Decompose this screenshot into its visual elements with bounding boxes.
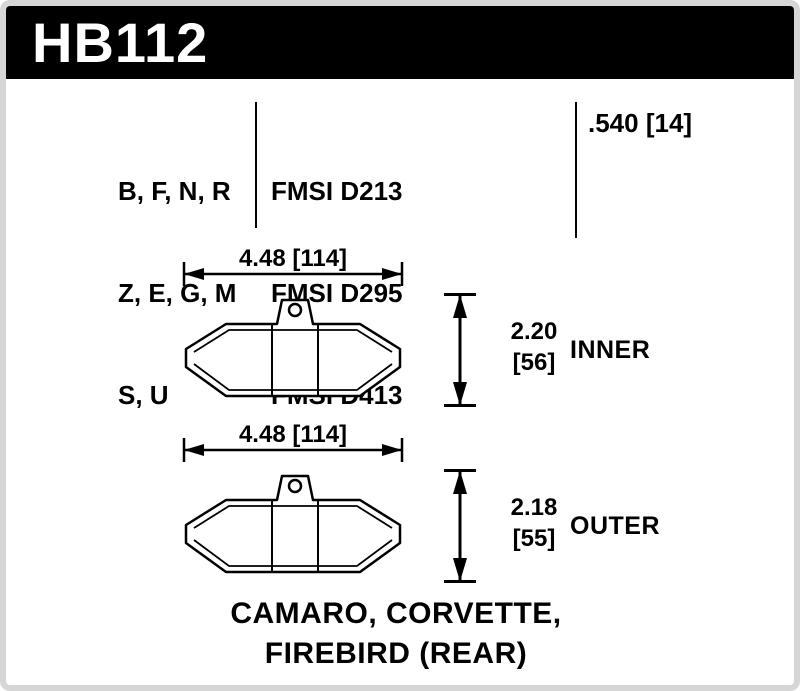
pad-inner-top-line xyxy=(193,329,393,353)
application-text: CAMARO, CORVETTE, FIREBIRD (REAR) xyxy=(96,594,696,674)
compound-codes-column: B, F, N, R Z, E, G, M S, U xyxy=(118,106,236,480)
compound-codes-row: S, U xyxy=(118,380,169,410)
compound-codes-row: B, F, N, R xyxy=(118,176,231,206)
brake-pad-outer-drawing xyxy=(184,474,402,574)
arrowhead-up-icon xyxy=(453,470,467,494)
fmsi-row: FMSI D213 xyxy=(271,176,403,206)
spec-divider-line-right xyxy=(575,102,577,238)
pad-inner-bottom-line xyxy=(193,539,393,567)
arrowhead-down-icon xyxy=(453,558,467,582)
outer-height-dimension-label: 2.18 [55] xyxy=(492,492,576,554)
application-line-1: CAMARO, CORVETTE, xyxy=(230,597,562,630)
outer-width-dimension-arrow xyxy=(182,438,404,462)
pad-inner-top-line xyxy=(193,505,393,529)
mounting-hole xyxy=(287,302,303,318)
height-value: 2.20 xyxy=(510,318,558,345)
height-bracket: [55] xyxy=(512,525,556,552)
outer-height-dimension-arrow xyxy=(444,469,476,583)
arrowhead-left-icon xyxy=(184,444,204,456)
inner-width-dimension-label: 4.48 [114] xyxy=(238,245,348,272)
height-bracket: [56] xyxy=(512,349,556,376)
outer-view-label: OUTER xyxy=(570,512,660,540)
inner-height-dimension-label: 2.20 [56] xyxy=(492,316,576,378)
mounting-hole xyxy=(287,478,303,494)
arrowhead-down-icon xyxy=(453,382,467,406)
outer-width-dimension-label: 4.48 [114] xyxy=(238,421,348,448)
spec-divider-line-left xyxy=(255,102,257,228)
compound-codes-row: Z, E, G, M xyxy=(118,278,237,308)
pad-outline xyxy=(184,474,402,574)
inner-width-dimension-arrow xyxy=(182,262,404,286)
height-value: 2.18 xyxy=(510,494,558,521)
pad-thickness-value: .540 [14] xyxy=(588,108,693,138)
arrowhead-right-icon xyxy=(382,268,402,280)
brake-pad-inner-drawing xyxy=(184,298,402,398)
arrowhead-up-icon xyxy=(453,294,467,318)
header-bar: HB112 xyxy=(6,6,794,79)
arrowhead-right-icon xyxy=(382,444,402,456)
arrowhead-left-icon xyxy=(184,268,204,280)
inner-view-label: INNER xyxy=(570,336,651,364)
pad-outline xyxy=(184,298,402,398)
inner-height-dimension-arrow xyxy=(444,293,476,407)
application-line-2: FIREBIRD (REAR) xyxy=(264,637,528,670)
part-number: HB112 xyxy=(32,10,209,74)
pad-inner-bottom-line xyxy=(193,363,393,391)
